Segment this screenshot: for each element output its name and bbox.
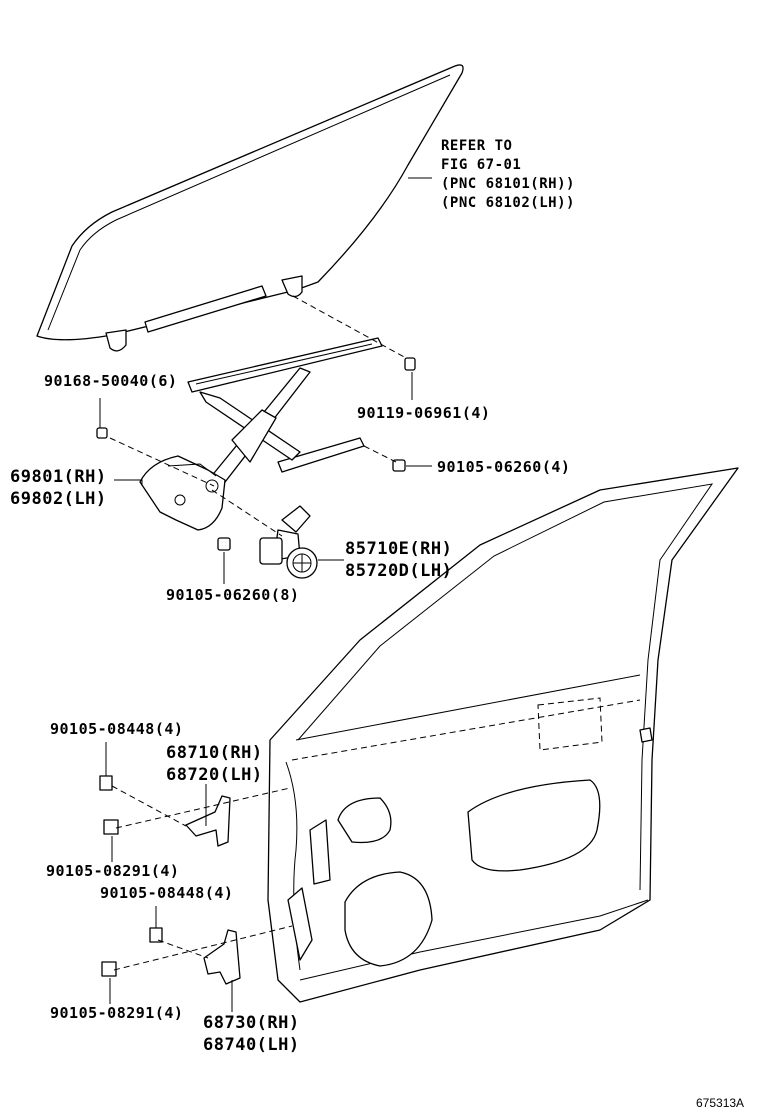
reference-note-line1: REFER TO — [441, 138, 513, 154]
part-label-90105-08448-top[interactable]: 90105-08448(4) — [50, 720, 184, 738]
reference-note-line3: (PNC 68101(RH)) — [441, 176, 575, 192]
part-label-90105-08448-bottom[interactable]: 90105-08448(4) — [100, 884, 234, 902]
upper-hinge — [185, 795, 231, 847]
assembly-lines — [109, 295, 407, 971]
leader-lines — [99, 177, 432, 1012]
part-label-90105-06260-right[interactable]: 90105-06260(4) — [437, 458, 571, 476]
bolts — [96, 357, 416, 977]
part-label-90105-08291-bottom[interactable]: 90105-08291(4) — [50, 1004, 184, 1022]
part-label-69802-lh[interactable]: 69802(LH) — [10, 489, 107, 509]
part-label-85710e-rh[interactable]: 85710E(RH) — [345, 539, 453, 559]
part-label-90105-06260-bottom[interactable]: 90105-06260(8) — [166, 586, 300, 604]
reference-note-line4: (PNC 68102(LH)) — [441, 195, 575, 211]
figure-code: 675313A — [696, 1096, 745, 1110]
part-label-68710-rh[interactable]: 68710(RH) — [166, 743, 263, 763]
door-glass — [36, 64, 464, 352]
part-label-90168-50040[interactable]: 90168-50040(6) — [44, 372, 178, 390]
part-label-90119-06961[interactable]: 90119-06961(4) — [357, 404, 491, 422]
window-motor — [259, 505, 318, 579]
part-label-90105-08291-top[interactable]: 90105-08291(4) — [46, 862, 180, 880]
part-label-68740-lh[interactable]: 68740(LH) — [203, 1035, 300, 1055]
window-regulator — [139, 337, 383, 531]
part-label-68720-lh[interactable]: 68720(LH) — [166, 765, 263, 785]
door-panel — [267, 467, 739, 1003]
lower-hinge — [203, 929, 241, 985]
part-label-85720d-lh[interactable]: 85720D(LH) — [345, 561, 453, 581]
part-label-68730-rh[interactable]: 68730(RH) — [203, 1013, 300, 1033]
reference-note-line2: FIG 67-01 — [441, 157, 522, 173]
part-label-69801-rh[interactable]: 69801(RH) — [10, 467, 107, 487]
